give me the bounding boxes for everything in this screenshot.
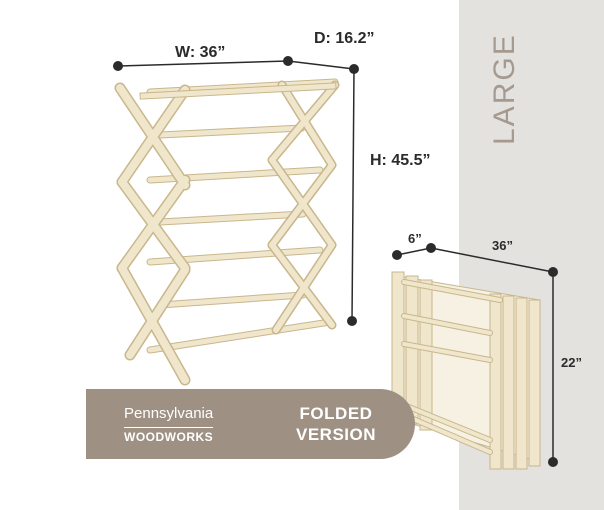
- depth-label: D: 16.2”: [314, 30, 375, 47]
- folded-depth-line: [396, 247, 432, 256]
- measurement-lines: [117, 60, 554, 462]
- brand-name-line1: Pennsylvania: [124, 405, 214, 422]
- height-label: H: 45.5”: [370, 152, 431, 169]
- folded-width-label: 36”: [492, 238, 513, 253]
- folded-width-line: [430, 247, 554, 273]
- width-label: W: 36”: [175, 44, 226, 61]
- folded-version-line2: VERSION: [295, 425, 377, 444]
- folded-height-label: 22”: [561, 355, 582, 370]
- folded-depth-label: 6”: [408, 231, 422, 246]
- unfolded-rack: [114, 78, 340, 386]
- measurement-dots: [113, 56, 558, 467]
- depth-line: [287, 60, 355, 70]
- height-line: [351, 68, 355, 322]
- folded-version-line1: FOLDED: [299, 404, 373, 423]
- width-line: [117, 60, 289, 67]
- brand-banner: [86, 389, 415, 459]
- brand-name-line2: WOODWORKS: [124, 427, 214, 444]
- folded-rack: [391, 271, 541, 470]
